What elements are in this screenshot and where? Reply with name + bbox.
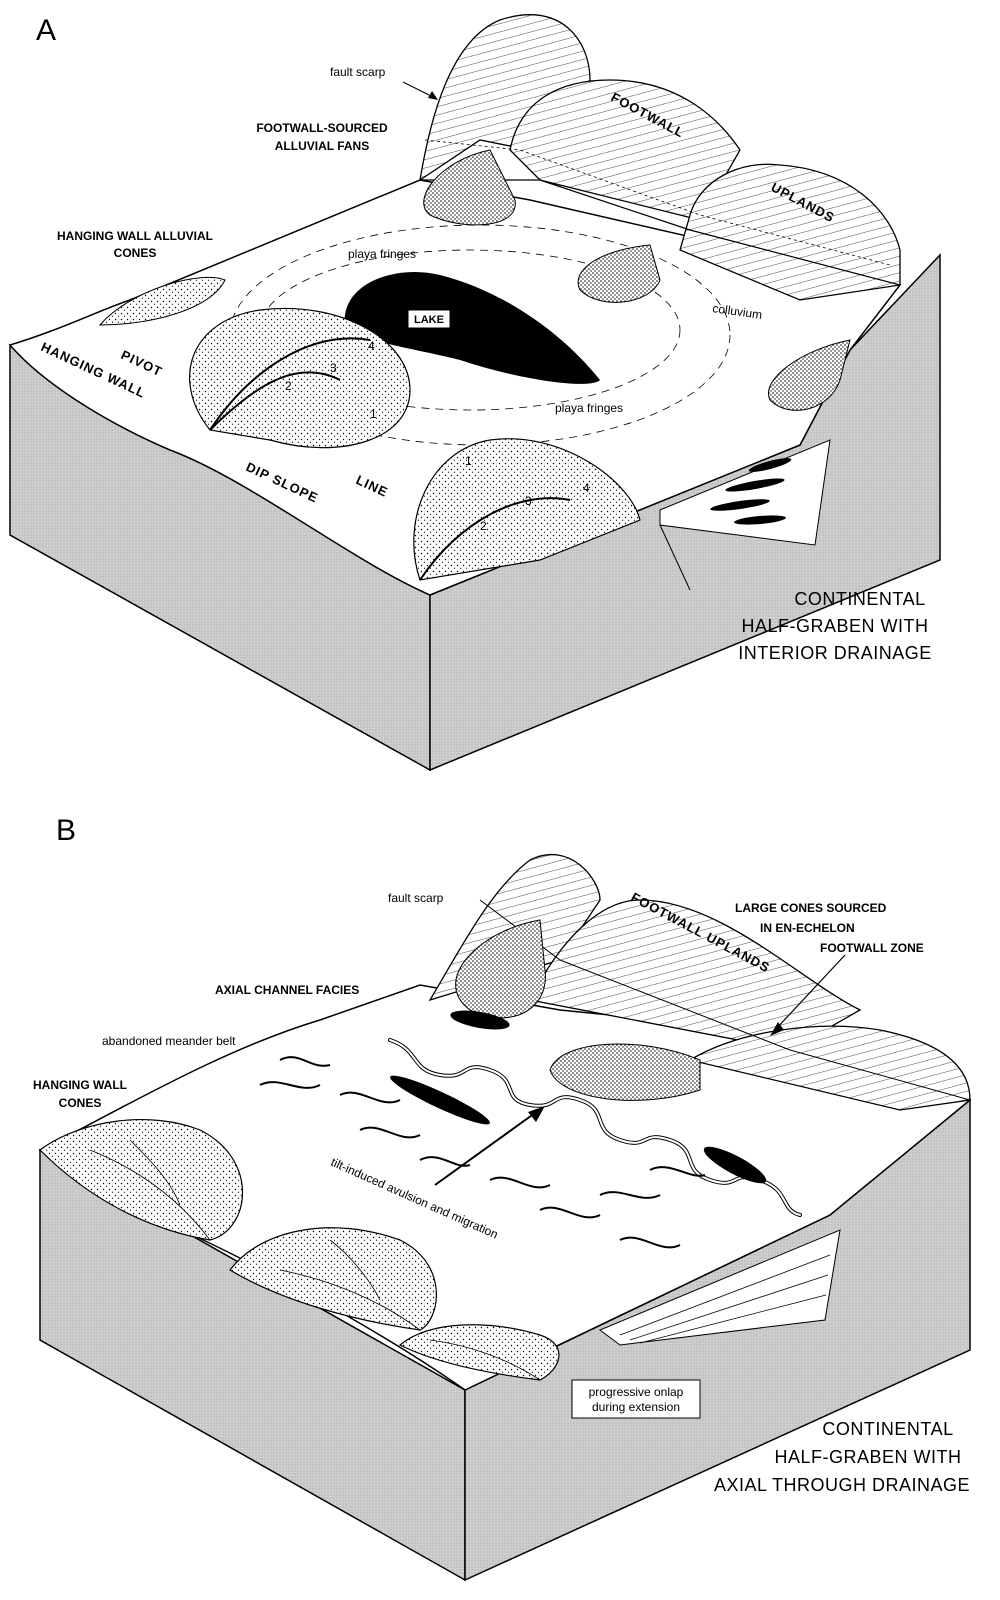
label-fault-scarp-a: fault scarp: [330, 65, 386, 79]
caption-b-2: HALF-GRABEN WITH: [774, 1447, 961, 1467]
label-axial-channel: AXIAL CHANNEL FACIES: [215, 983, 359, 997]
panel-b: B: [33, 814, 970, 1580]
fan-number: 4: [368, 339, 375, 353]
caption-a-1: CONTINENTAL: [794, 589, 925, 609]
label-large-cones-1: LARGE CONES SOURCED: [735, 901, 887, 915]
fan-number: 1: [465, 454, 472, 468]
caption-a-2: HALF-GRABEN WITH: [741, 616, 928, 636]
caption-b-1: CONTINENTAL: [822, 1419, 953, 1439]
label-onlap-1: progressive onlap: [589, 1385, 684, 1399]
label-playa-fringes-top: playa fringes: [348, 247, 416, 261]
panel-a: A LAKE 2 3 4 1: [10, 14, 940, 770]
caption-a-3: INTERIOR DRAINAGE: [738, 643, 932, 663]
lake-label: LAKE: [414, 314, 444, 326]
label-hanging-wall-cones-2: CONES: [114, 246, 157, 260]
fan-number: 1: [370, 407, 377, 421]
label-hw-cones-1: HANGING WALL: [33, 1078, 127, 1092]
arrowhead-a: [428, 91, 438, 100]
label-footwall-sourced-1: FOOTWALL-SOURCED: [256, 121, 388, 135]
panel-a-letter: A: [36, 14, 56, 47]
fan-number: 2: [480, 519, 487, 533]
label-hw-cones-2: CONES: [59, 1096, 102, 1110]
fan-number: 4: [583, 481, 590, 495]
label-fault-scarp-b: fault scarp: [388, 891, 444, 905]
panel-b-letter: B: [56, 814, 76, 847]
fan-number: 2: [285, 379, 292, 393]
fan-number: 3: [330, 361, 337, 375]
label-abandoned-meander: abandoned meander belt: [102, 1034, 236, 1048]
label-footwall-sourced-2: ALLUVIAL FANS: [275, 139, 369, 153]
caption-b-3: AXIAL THROUGH DRAINAGE: [714, 1475, 970, 1495]
label-hanging-wall-cones-1: HANGING WALL ALLUVIAL: [57, 229, 213, 243]
label-large-cones-2: IN EN-ECHELON: [760, 921, 855, 935]
label-playa-fringes-right: playa fringes: [555, 401, 623, 415]
label-onlap-2: during extension: [592, 1400, 680, 1414]
label-large-cones-3: FOOTWALL ZONE: [820, 941, 924, 955]
fan-number: 3: [525, 494, 532, 508]
